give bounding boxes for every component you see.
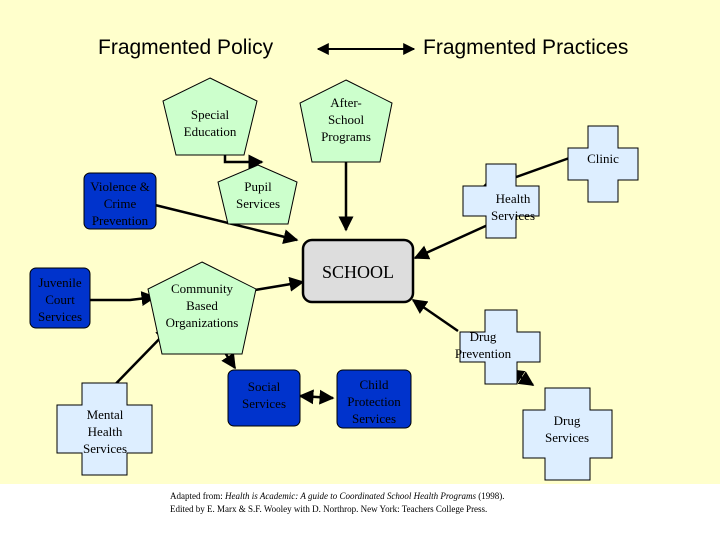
arrow-health-school — [413, 222, 491, 260]
node-community-orgs-shape — [147, 261, 257, 355]
arrow-drugprev-school — [411, 298, 459, 333]
node-health-services: Health Services — [490, 191, 536, 223]
school-label: SCHOOL — [321, 262, 394, 282]
node-health-services-shape — [462, 163, 540, 239]
title-fragmented-practices: Fragmented Practices — [423, 36, 629, 59]
node-pupil-services: Pupil Services — [235, 179, 281, 211]
node-drug-prevention: Drug Prevention — [454, 329, 512, 361]
school-box — [301, 238, 415, 304]
node-drug-prevention-shape — [459, 309, 541, 385]
node-clinic-shape — [567, 125, 639, 203]
arrow-community-school — [254, 276, 305, 292]
citation-book-title: Health is Academic: A guide to Coordinat… — [224, 491, 477, 501]
node-juvenile-court: Juvenile Court Services — [37, 275, 83, 324]
node-drug-services-shape — [522, 387, 613, 481]
citation-line-1: Adapted from: Health is Academic: A guid… — [170, 491, 505, 501]
node-mental-health: Mental Health Services — [82, 407, 128, 456]
node-violence-prevention-shape — [83, 172, 157, 230]
node-clinic: Clinic — [587, 151, 619, 166]
citation-area — [0, 484, 720, 540]
node-mental-health-shape — [56, 382, 153, 476]
node-juvenile-court-shape — [29, 267, 91, 329]
node-child-protection: Child Protection Services — [347, 377, 401, 426]
node-social-services: Social Services — [241, 379, 287, 411]
node-social-services-shape — [227, 369, 301, 427]
node-special-education-shape — [162, 77, 258, 156]
node-violence-prevention: Violence & Crime Prevention — [90, 179, 150, 228]
node-special-education: Special Education — [183, 107, 237, 139]
arrow-juvenile-community — [90, 291, 157, 307]
node-after-school-shape — [299, 79, 393, 163]
node-community-orgs: Community Based Organizations — [165, 281, 239, 330]
citation-line-2: Edited by E. Marx & S.F. Wooley with D. … — [170, 504, 488, 514]
node-pupil-services-shape — [217, 164, 298, 225]
node-after-school: After- School Programs — [321, 95, 371, 144]
arrow-violence-pupil — [154, 203, 299, 245]
title-fragmented-policy: Fragmented Policy — [98, 36, 274, 59]
node-drug-services: Drug Services — [544, 413, 590, 445]
node-child-protection-shape — [336, 369, 412, 429]
arrow-social-child — [298, 389, 335, 405]
